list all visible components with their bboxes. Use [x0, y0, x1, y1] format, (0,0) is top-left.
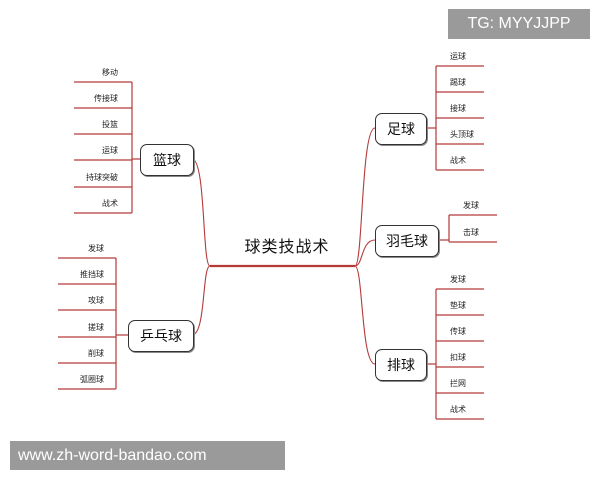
category-node-right-0: 足球: [375, 113, 427, 145]
root-to-node-connector: [354, 239, 376, 267]
leaf-label: 攻球: [88, 296, 104, 305]
leaf-label: 踢球: [450, 78, 466, 87]
leaf-label: 垫球: [450, 301, 466, 310]
root-to-node-connector: [354, 265, 376, 365]
leaf-label: 弧圈球: [80, 375, 104, 384]
leaf-label: 头顶球: [450, 130, 474, 139]
leaf-label: 削球: [88, 349, 104, 358]
leaf-label: 投篮: [102, 120, 118, 129]
leaf-label: 战术: [102, 199, 118, 208]
leaf-label: 拦网: [450, 379, 466, 388]
leaf-label: 运球: [102, 146, 118, 155]
category-node-right-2: 排球: [375, 349, 427, 381]
root-node: 球类技战术: [244, 237, 330, 256]
leaf-label: 运球: [450, 52, 466, 61]
category-node-right-1: 羽毛球: [375, 225, 439, 257]
leaf-label: 传接球: [94, 94, 118, 103]
root-to-node-connector: [191, 265, 211, 336]
leaf-label: 搓球: [88, 323, 104, 332]
leaf-label: 扣球: [450, 353, 466, 362]
watermark-top-right: TG: MYYJJPP: [448, 9, 590, 39]
leaf-label: 发球: [450, 275, 466, 284]
leaf-label: 发球: [88, 244, 104, 253]
leaf-label: 持球突破: [86, 173, 118, 182]
leaf-label: 传球: [450, 327, 466, 336]
leaf-label: 发球: [463, 201, 479, 210]
leaf-label: 推挡球: [80, 270, 104, 279]
leaf-label: 战术: [450, 156, 466, 165]
leaf-label: 接球: [450, 104, 466, 113]
root-to-node-connector: [354, 127, 376, 267]
watermark-bottom-left: www.zh-word-bandao.com: [10, 441, 285, 470]
leaf-label: 击球: [463, 228, 479, 237]
root-to-node-connector: [191, 158, 211, 267]
leaf-label: 战术: [450, 405, 466, 414]
category-node-left-0: 篮球: [140, 144, 194, 176]
category-node-left-1: 乒乓球: [128, 320, 194, 352]
leaf-label: 移动: [102, 68, 118, 77]
